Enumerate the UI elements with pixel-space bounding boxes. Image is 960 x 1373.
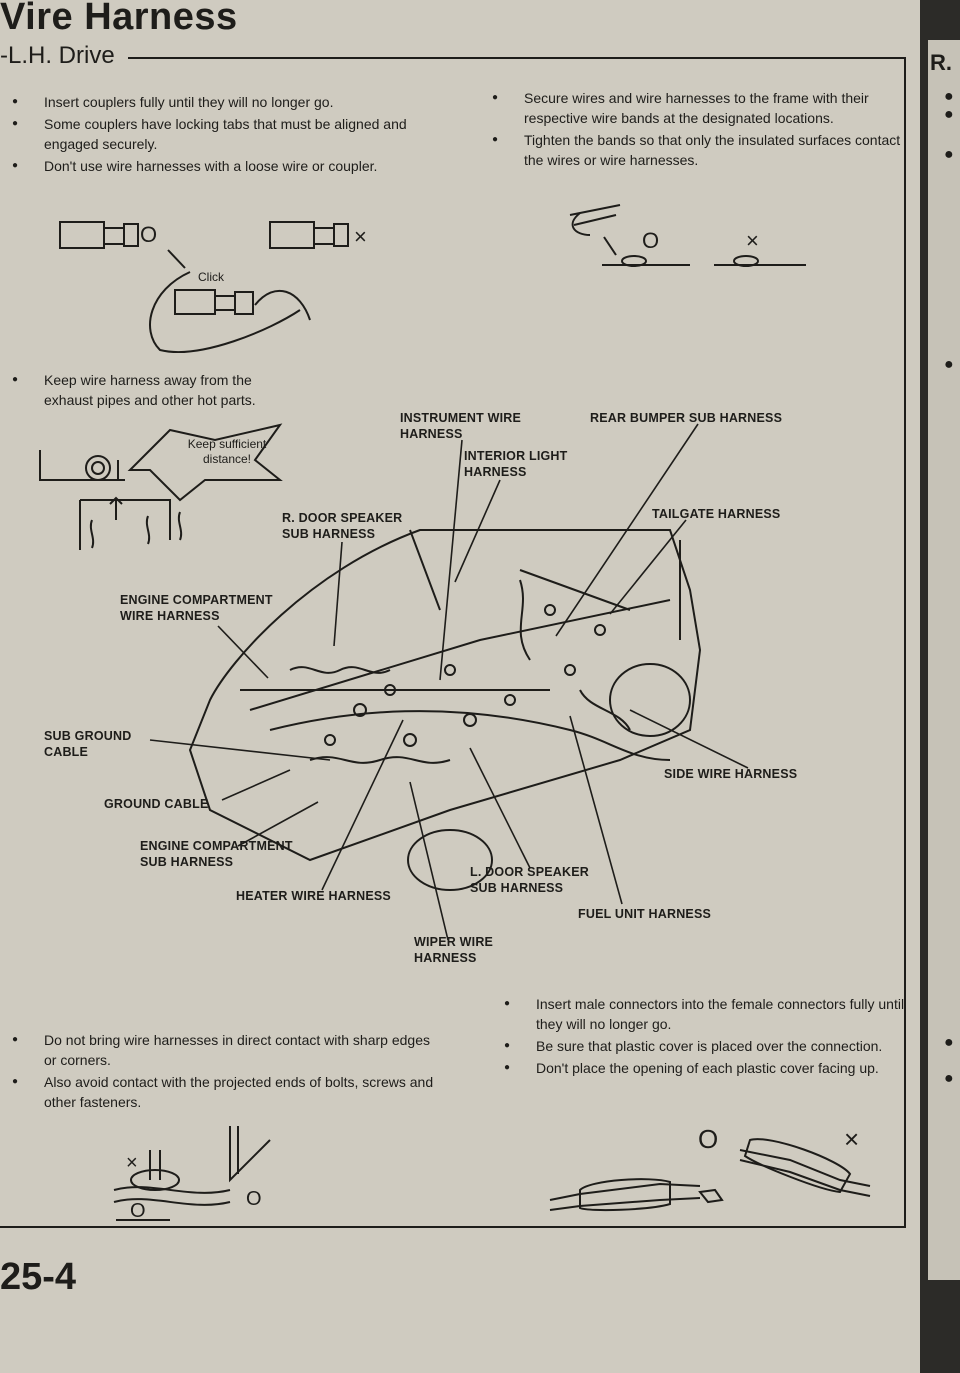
- notes-couplers: Insert couplers fully until they will no…: [8, 92, 428, 178]
- page-number: 25-4: [0, 1256, 77, 1298]
- note-item: Insert couplers fully until they will no…: [8, 92, 428, 112]
- car-wiring-figure: [188, 529, 702, 891]
- adjacent-bullet-icon: ●: [944, 88, 954, 105]
- note-item: Be sure that plastic cover is placed ove…: [500, 1036, 910, 1056]
- frame-bottom-rule: [0, 1226, 906, 1228]
- callout-instrument-wire-harness: INSTRUMENT WIRE HARNESS: [400, 411, 522, 441]
- notes-wire-bands: Secure wires and wire harnesses to the f…: [488, 88, 904, 172]
- exhaust-distance-figure: [39, 423, 283, 550]
- connector-cover-figure: [549, 1138, 871, 1212]
- page-title: Vire Harness: [0, 0, 238, 38]
- coupler-figure: [59, 221, 349, 353]
- callout-leaders: [149, 423, 749, 941]
- note-item: Secure wires and wire harnesses to the f…: [488, 88, 904, 128]
- band-bad-mark: ×: [746, 228, 759, 253]
- wire-band-figure: [569, 204, 806, 267]
- adjacent-bullet-icon: ●: [944, 1034, 954, 1051]
- frame-right-rule: [904, 57, 906, 1227]
- note-item: Tighten the bands so that only the insul…: [488, 130, 904, 170]
- notes-connectors: Insert male connectors into the female c…: [500, 994, 910, 1080]
- callout-l-door-speaker-sub-harness: L. DOOR SPEAKER SUB HARNESS: [470, 865, 589, 895]
- callout-side-wire-harness: SIDE WIRE HARNESS: [664, 767, 798, 781]
- cover-bad-mark: ×: [844, 1124, 860, 1154]
- note-item: Don't use wire harnesses with a loose wi…: [8, 156, 428, 176]
- adjacent-bullet-icon: ●: [944, 356, 954, 373]
- adjacent-bullet-icon: ●: [944, 106, 954, 123]
- adjacent-page-text: R.: [930, 50, 952, 75]
- note-item: Don't place the opening of each plastic …: [500, 1058, 910, 1078]
- callout-engine-compartment-sub-harness: ENGINE COMPARTMENT SUB HARNESS: [140, 839, 293, 869]
- callout-fuel-unit-harness: FUEL UNIT HARNESS: [578, 907, 712, 921]
- callout-tailgate-harness: TAILGATE HARNESS: [652, 507, 781, 521]
- callout-wiper-wire-harness: WIPER WIRE HARNESS: [414, 935, 494, 965]
- distance-label: Keep sufficient distance!: [187, 437, 267, 466]
- adjacent-page-edge: [928, 40, 960, 1280]
- cover-good-mark: O: [698, 1124, 719, 1154]
- fastener-bad-mark: ×: [126, 1152, 138, 1174]
- page-subtitle: -L.H. Drive: [0, 42, 115, 69]
- notes-exhaust: Keep wire harness away from the exhaust …: [8, 370, 278, 412]
- note-item: Do not bring wire harnesses in direct co…: [8, 1030, 438, 1070]
- coupler-bad-mark: ×: [354, 224, 367, 249]
- notes-sharp-edges: Do not bring wire harnesses in direct co…: [8, 1030, 438, 1114]
- callout-heater-wire-harness: HEATER WIRE HARNESS: [236, 889, 391, 903]
- click-label: Click: [198, 270, 224, 284]
- callout-rear-bumper-sub-harness: REAR BUMPER SUB HARNESS: [590, 411, 783, 425]
- callout-engine-compartment-wire-harness: ENGINE COMPARTMENT WIRE HARNESS: [120, 593, 273, 623]
- note-item: Insert male connectors into the female c…: [500, 994, 910, 1034]
- callout-sub-ground-cable: SUB GROUND CABLE: [44, 729, 132, 759]
- fastener-good-mark-2: O: [246, 1188, 262, 1210]
- adjacent-bullet-icon: ●: [944, 146, 954, 163]
- note-item: Keep wire harness away from the exhaust …: [8, 370, 278, 410]
- header-rule: [128, 57, 904, 59]
- band-good-mark: O: [642, 228, 660, 253]
- fastener-good-mark: O: [130, 1200, 146, 1222]
- callout-interior-light-harness: INTERIOR LIGHT HARNESS: [464, 449, 568, 479]
- callout-ground-cable: GROUND CABLE: [104, 797, 209, 811]
- note-item: Some couplers have locking tabs that mus…: [8, 114, 428, 154]
- fastener-figure: [113, 1126, 271, 1221]
- coupler-good-mark: O: [140, 222, 158, 247]
- note-item: Also avoid contact with the projected en…: [8, 1072, 438, 1112]
- manual-page: Vire Harness -L.H. Drive Insert couplers…: [0, 0, 920, 1373]
- adjacent-bullet-icon: ●: [944, 1070, 954, 1087]
- callout-r-door-speaker-sub-harness: R. DOOR SPEAKER SUB HARNESS: [282, 511, 403, 541]
